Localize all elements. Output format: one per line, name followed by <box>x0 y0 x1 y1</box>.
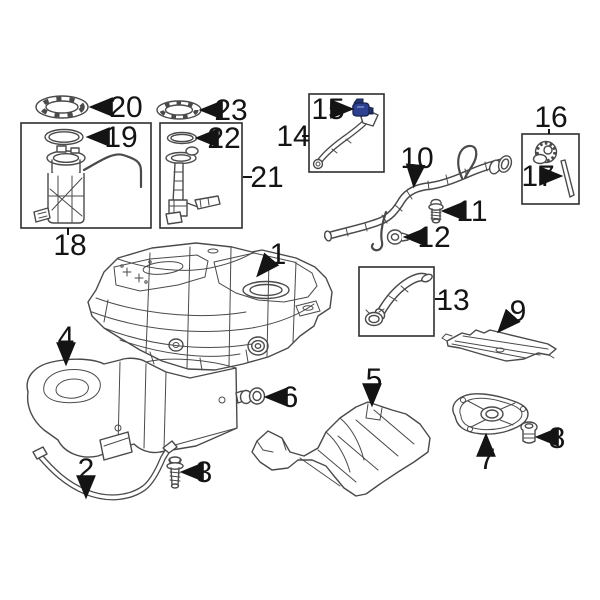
callout-label-20[interactable]: 20 <box>109 91 142 124</box>
seal-part-22 <box>166 131 198 145</box>
callout-label-4[interactable]: 4 <box>58 321 75 354</box>
callout-label-22[interactable]: 22 <box>207 122 240 155</box>
callout-label-12[interactable]: 12 <box>417 221 450 254</box>
seal-part-19 <box>44 128 84 146</box>
fuel-pump-module-part-18 <box>33 145 143 224</box>
callout-arrows <box>56 97 564 500</box>
callout-arrow-1 <box>256 252 280 278</box>
lock-ring-part-20 <box>35 95 89 119</box>
callout-label-7[interactable]: 7 <box>479 443 496 476</box>
cap-tether-part-17 <box>560 159 575 198</box>
access-cover-part-7 <box>452 393 529 435</box>
callout-label-11[interactable]: 11 <box>456 195 487 228</box>
callout-label-1[interactable]: 1 <box>270 238 287 271</box>
heat-shield-part-4 <box>26 357 238 461</box>
group-box-13 <box>358 266 435 337</box>
group-box-21 <box>159 122 243 229</box>
callout-arrow-9 <box>497 308 521 334</box>
callout-label-9[interactable]: 9 <box>510 295 527 328</box>
grommet-part-6 <box>235 387 266 405</box>
skid-plate-part-5 <box>251 401 431 497</box>
bolt-part-8 <box>520 421 538 444</box>
fuel-level-sender-part-21 <box>165 146 221 225</box>
nut-part-12 <box>386 229 409 245</box>
callout-label-8[interactable]: 8 <box>549 422 566 455</box>
bolt-part-11 <box>428 198 444 224</box>
callout-label-10[interactable]: 10 <box>400 142 433 175</box>
support-bracket-part-9 <box>441 329 557 362</box>
callout-label-3[interactable]: 3 <box>196 456 213 489</box>
check-valve-part-15 <box>352 98 373 117</box>
group-box-16 <box>521 133 580 205</box>
callout-label-18[interactable]: 18 <box>53 229 86 262</box>
callout-label-15[interactable]: 15 <box>311 93 344 126</box>
callout-label-13[interactable]: 13 <box>436 284 469 317</box>
callout-label-2[interactable]: 2 <box>78 453 95 486</box>
callout-labels: 1 2 3 4 5 6 7 8 9 10 11 12 13 14 15 16 1… <box>53 91 567 489</box>
callout-label-19[interactable]: 19 <box>104 121 137 154</box>
callout-label-6[interactable]: 6 <box>282 381 299 414</box>
group-box-18 <box>20 122 152 229</box>
callout-label-17[interactable]: 17 <box>521 160 554 193</box>
tank-strap-part-2 <box>32 440 178 501</box>
bolt-part-3 <box>166 456 184 489</box>
callout-label-23[interactable]: 23 <box>214 94 247 127</box>
lock-ring-part-23 <box>156 100 202 120</box>
callout-label-21[interactable]: 21 <box>250 161 283 194</box>
callout-label-14[interactable]: 14 <box>276 120 309 153</box>
callout-arrow-10 <box>405 163 426 189</box>
callout-label-5[interactable]: 5 <box>366 363 383 396</box>
group-box-14 <box>308 93 385 173</box>
fuel-cap-part-16 <box>532 140 558 165</box>
fuel-filler-tube-part-10 <box>323 144 513 252</box>
callout-label-16[interactable]: 16 <box>534 101 567 134</box>
fuel-tank-part-1 <box>87 242 333 371</box>
filler-hose-part-13 <box>364 272 433 327</box>
